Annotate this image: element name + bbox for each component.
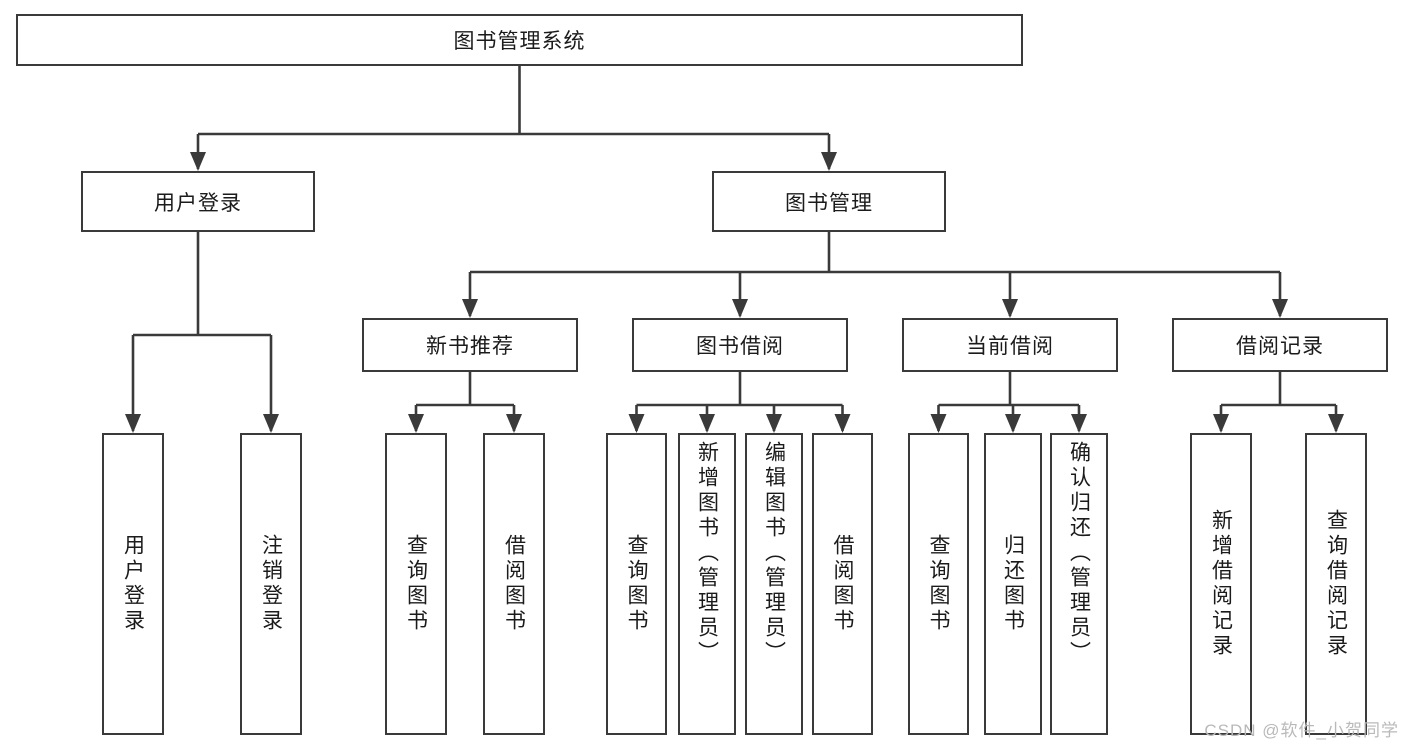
node-box-borrow[interactable]: 图书借阅 [632, 318, 848, 372]
node-label-r1: 新增借阅记录 [1192, 435, 1250, 733]
arrow-l2 [263, 414, 279, 433]
arrow-n2 [506, 414, 522, 433]
node-label-borrow: 图书借阅 [696, 335, 784, 358]
node-label-l1: 用户登录 [104, 435, 162, 733]
node-label-n1: 查询图书 [387, 435, 445, 733]
node-box-b4[interactable]: 借阅图书 [812, 433, 873, 735]
node-text-c1: 查询图书 [927, 534, 950, 634]
node-label-c1: 查询图书 [910, 435, 967, 733]
node-text-n1: 查询图书 [404, 534, 428, 634]
node-text-b4: 借阅图书 [831, 534, 854, 634]
node-label-newbook: 新书推荐 [426, 335, 514, 358]
node-text-l1: 用户登录 [121, 534, 145, 634]
node-label-login: 用户登录 [154, 191, 242, 215]
node-label-current: 当前借阅 [966, 335, 1054, 358]
node-label-l2: 注销登录 [242, 435, 300, 733]
arrow-b2 [699, 414, 715, 433]
node-label-b2: 新增图书（管理员） [680, 435, 734, 739]
arrow-records [1272, 299, 1288, 318]
node-label-b3: 编辑图书（管理员） [747, 435, 801, 739]
arrow-current [1002, 299, 1018, 318]
arrow-login [190, 152, 206, 171]
node-box-l2[interactable]: 注销登录 [240, 433, 302, 735]
arrow-borrow [732, 299, 748, 318]
node-label-root: 图书管理系统 [453, 30, 586, 53]
node-box-n2[interactable]: 借阅图书 [483, 433, 545, 735]
arrow-b4 [834, 414, 851, 433]
node-label-c2: 归还图书 [986, 435, 1040, 733]
node-text-b2: 新增图书（管理员） [695, 441, 719, 666]
node-box-c3[interactable]: 确认归还（管理员） [1050, 433, 1108, 735]
node-text-c3: 确认归还（管理员） [1067, 441, 1091, 666]
arrow-b1 [628, 414, 645, 433]
node-label-r2: 查询借阅记录 [1307, 435, 1365, 733]
arrow-newbook [462, 299, 478, 318]
node-label-bookmgmt: 图书管理 [785, 191, 873, 215]
node-box-login[interactable]: 用户登录 [81, 171, 315, 232]
node-box-b1[interactable]: 查询图书 [606, 433, 667, 735]
node-box-bookmgmt[interactable]: 图书管理 [712, 171, 946, 232]
arrow-l1 [125, 414, 141, 433]
watermark: CSDN @软件_小贺同学 [1204, 721, 1399, 740]
node-box-b3[interactable]: 编辑图书（管理员） [745, 433, 803, 735]
node-text-b3: 编辑图书（管理员） [762, 441, 786, 666]
node-label-n2: 借阅图书 [485, 435, 543, 733]
node-label-b1: 查询图书 [608, 435, 665, 733]
node-label-records: 借阅记录 [1236, 335, 1324, 358]
node-box-r1[interactable]: 新增借阅记录 [1190, 433, 1252, 735]
node-box-n1[interactable]: 查询图书 [385, 433, 447, 735]
node-text-c2: 归还图书 [1001, 534, 1025, 634]
node-box-root[interactable]: 图书管理系统 [16, 14, 1023, 66]
node-box-c1[interactable]: 查询图书 [908, 433, 969, 735]
node-text-n2: 借阅图书 [502, 534, 526, 634]
node-label-b4: 借阅图书 [814, 435, 871, 733]
node-text-l2: 注销登录 [259, 534, 283, 634]
node-box-b2[interactable]: 新增图书（管理员） [678, 433, 736, 735]
arrow-r1 [1213, 414, 1229, 433]
node-text-r1: 新增借阅记录 [1209, 509, 1233, 659]
arrow-c1 [930, 414, 947, 433]
arrow-n1 [408, 414, 424, 433]
node-text-b1: 查询图书 [625, 534, 648, 634]
node-box-records[interactable]: 借阅记录 [1172, 318, 1388, 372]
node-box-c2[interactable]: 归还图书 [984, 433, 1042, 735]
arrow-bookmgmt [821, 152, 837, 171]
node-box-newbook[interactable]: 新书推荐 [362, 318, 578, 372]
arrow-c2 [1005, 414, 1021, 433]
node-text-r2: 查询借阅记录 [1324, 509, 1348, 659]
arrow-c3 [1071, 414, 1087, 433]
node-label-c3: 确认归还（管理员） [1052, 435, 1106, 739]
node-box-r2[interactable]: 查询借阅记录 [1305, 433, 1367, 735]
node-box-l1[interactable]: 用户登录 [102, 433, 164, 735]
node-box-current[interactable]: 当前借阅 [902, 318, 1118, 372]
arrow-r2 [1328, 414, 1344, 433]
arrow-b3 [766, 414, 782, 433]
